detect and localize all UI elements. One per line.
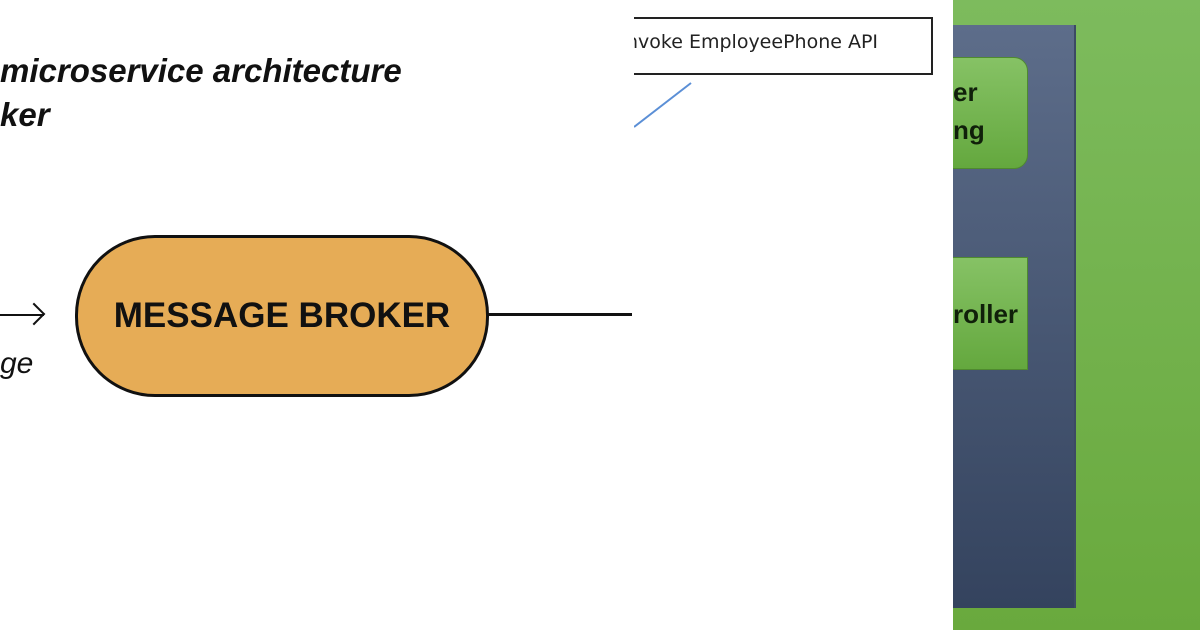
incoming-arrow-line xyxy=(0,314,44,316)
api-callout-text: nvoke EmployeePhone API xyxy=(634,31,879,53)
incoming-message-label: ge xyxy=(0,347,34,380)
api-callout-box: nvoke EmployeePhone API xyxy=(634,17,933,75)
service-box-top-line-1: er xyxy=(953,77,978,107)
service-box-top-line-2: ng xyxy=(953,114,985,145)
service-box-top xyxy=(953,57,1028,169)
diagram-panel-message-broker: microservice architecture ker ge MESSAGE… xyxy=(0,52,632,397)
outgoing-connector-line xyxy=(486,313,632,316)
message-broker-node: MESSAGE BROKER xyxy=(75,235,489,397)
callout-connector-line xyxy=(634,82,692,128)
callout-pointer-line xyxy=(634,82,692,128)
controller-box xyxy=(953,257,1028,370)
diagram-panel-callout: nvoke EmployeePhone API xyxy=(634,0,952,630)
message-broker-label: MESSAGE BROKER xyxy=(113,296,451,335)
heading-line-1: microservice architecture xyxy=(0,52,402,89)
heading-line-2: ker xyxy=(0,96,50,133)
service-box-top-label: er ng xyxy=(953,74,985,149)
controller-box-label: roller xyxy=(953,299,1019,329)
incoming-arrow-head-icon xyxy=(22,302,46,326)
diagram-panel-architecture: er ng roller xyxy=(953,0,1200,630)
